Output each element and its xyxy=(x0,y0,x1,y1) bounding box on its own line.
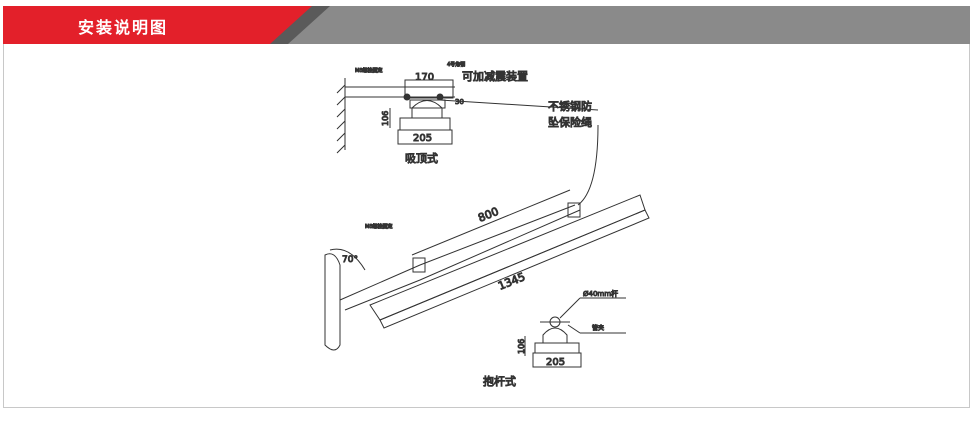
ceiling-mount-label: 吸顶式 xyxy=(405,152,438,165)
pole-size-label: Ø40mm杆 xyxy=(583,289,618,298)
pole-mount-drawing xyxy=(524,297,626,368)
side-dim-bracket: 800 xyxy=(476,205,500,225)
pole-mount-label: 抱杆式 xyxy=(483,374,516,388)
pole-clamp-label: 管夹 xyxy=(592,324,604,332)
pole-dim-height: 106 xyxy=(517,339,526,354)
side-angle-label: 70° xyxy=(342,255,358,265)
ceiling-damper-label: 可加减震装置 xyxy=(462,70,528,83)
side-bolt-label: M8螺栓固定 xyxy=(365,223,393,230)
ceiling-dim-height: 106 xyxy=(381,111,390,126)
rope-label-line1: 不锈钢防 xyxy=(548,99,592,113)
side-dim-length: 1345 xyxy=(496,270,527,293)
ceiling-bolt-label: M8螺栓固定 xyxy=(355,67,383,74)
rope-label-line2: 坠保险绳 xyxy=(548,115,592,129)
header-red-tab xyxy=(3,6,313,44)
ceiling-dim-side: 30 xyxy=(455,98,464,106)
ceiling-mount-drawing xyxy=(336,78,599,154)
ceiling-dim-width: 170 xyxy=(415,72,434,83)
ceiling-angle-steel-label: 4号角钢 xyxy=(447,61,465,68)
ceiling-dim-base: 205 xyxy=(413,133,432,144)
section-title: 安装说明图 xyxy=(78,18,169,37)
side-mount-drawing xyxy=(324,124,650,351)
pole-dim-base: 205 xyxy=(546,357,565,368)
